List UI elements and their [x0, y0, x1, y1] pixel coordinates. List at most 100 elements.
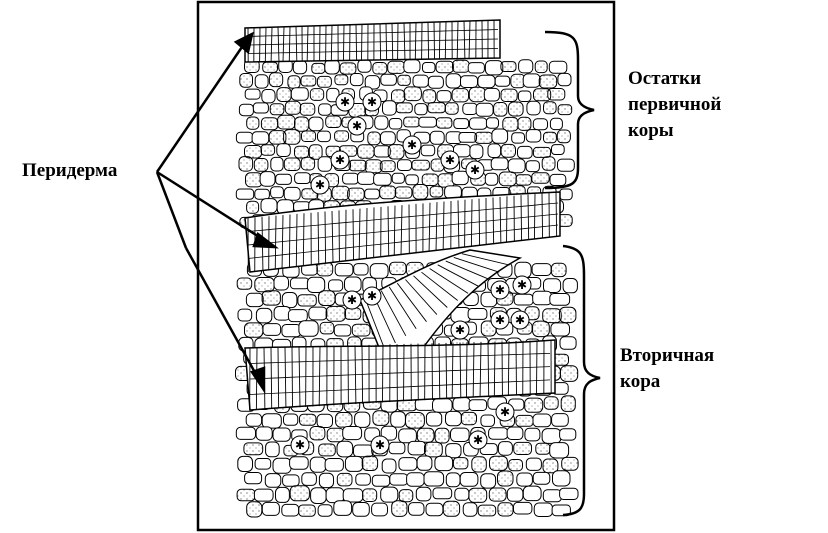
cell [532, 413, 552, 428]
cell [436, 117, 453, 129]
cell [497, 470, 514, 487]
cell [432, 487, 453, 500]
cell [246, 501, 263, 518]
cell [415, 486, 432, 502]
cell-wall [388, 286, 417, 330]
cell [347, 187, 365, 201]
cell [497, 502, 514, 517]
cell [236, 277, 253, 290]
cell-row [249, 366, 551, 380]
druse-crystal-icon: ✱ [352, 119, 362, 133]
cell [452, 397, 471, 412]
cell [532, 118, 548, 131]
cell [262, 323, 282, 336]
druse-crystal-icon: ✱ [407, 138, 417, 152]
cell [468, 399, 488, 411]
cell [494, 75, 511, 87]
cell [254, 188, 270, 200]
cell [420, 144, 436, 157]
cell [255, 307, 273, 324]
cell [522, 73, 541, 88]
cell [531, 172, 550, 184]
cell [451, 170, 469, 186]
cell [500, 61, 517, 72]
cell [318, 472, 334, 489]
cell [318, 103, 332, 116]
cell [533, 502, 554, 517]
primary-cortex-label-line-2: первичной [628, 94, 722, 115]
crystal-cell [490, 280, 510, 300]
cell [281, 503, 300, 517]
cell [469, 144, 484, 160]
cell [444, 185, 462, 199]
cell [342, 172, 359, 185]
cell [380, 131, 396, 146]
cell [550, 322, 571, 337]
cell [460, 411, 477, 426]
cell [543, 278, 562, 293]
cell [462, 502, 478, 517]
cell [276, 143, 291, 158]
cell [535, 442, 551, 455]
cell [380, 425, 398, 441]
cell [272, 457, 292, 474]
cell-row [247, 38, 499, 46]
druse-crystal-icon: ✱ [315, 178, 325, 192]
cell [379, 185, 397, 200]
cell [255, 426, 273, 441]
cell-wall [380, 290, 407, 337]
cell [542, 489, 562, 503]
cell [333, 500, 353, 516]
cell [474, 131, 493, 144]
cell [497, 441, 513, 456]
cell [436, 90, 452, 103]
cell [342, 426, 363, 441]
cell [445, 73, 462, 89]
crystal-cell [370, 435, 390, 455]
cell [268, 72, 284, 88]
cell-wall [445, 260, 489, 280]
cell [264, 473, 282, 488]
cell [427, 75, 444, 89]
cell [395, 102, 413, 114]
cell [273, 275, 289, 291]
cell [270, 156, 284, 172]
cell [294, 116, 310, 132]
cell [316, 413, 334, 428]
cell [408, 502, 425, 516]
cell [344, 455, 364, 472]
cell [308, 306, 328, 321]
druse-crystal-icon: ✱ [295, 438, 305, 452]
cell [371, 502, 389, 517]
cell-wall [429, 268, 469, 294]
cell [287, 309, 308, 323]
cell [488, 487, 507, 502]
cell [352, 502, 370, 517]
cell [362, 488, 378, 502]
periderm-band-lower [244, 339, 556, 411]
cell [532, 320, 550, 338]
cell [364, 159, 383, 174]
cell-wall [364, 297, 386, 351]
cell [403, 59, 421, 74]
cell [445, 472, 461, 488]
cell [542, 308, 562, 324]
cell-wall [405, 279, 438, 315]
crystal-cell [465, 160, 485, 180]
cell [272, 427, 291, 442]
cell [331, 185, 350, 201]
cell [334, 263, 354, 277]
cell [507, 158, 526, 174]
cell [453, 118, 470, 129]
cell [491, 128, 509, 144]
cell [484, 172, 499, 186]
cell [444, 102, 459, 115]
cell [498, 171, 517, 187]
cell [508, 101, 524, 117]
druse-crystal-icon: ✱ [495, 283, 505, 297]
cell [543, 101, 557, 115]
cell [559, 306, 577, 324]
crystal-cell [342, 290, 362, 310]
cell [244, 472, 263, 485]
